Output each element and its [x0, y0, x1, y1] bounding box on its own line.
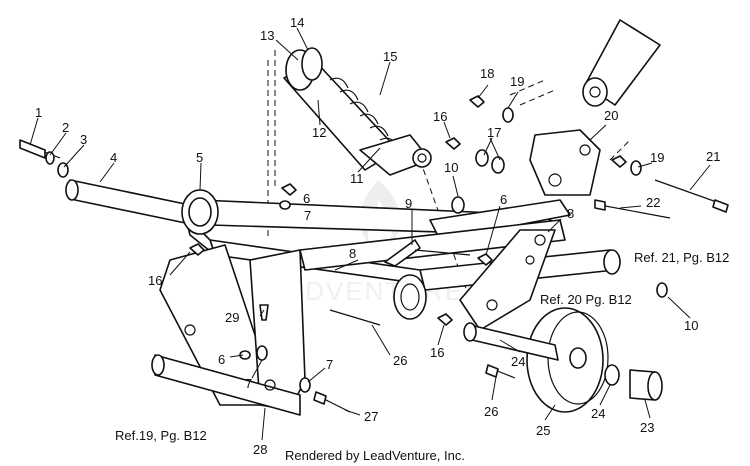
ref-21-note: Ref. 21, Pg. B12 [634, 250, 729, 265]
callout-12: 12 [312, 125, 326, 140]
callout-7-lower-right: 7 [326, 357, 333, 372]
callout-19-upper: 19 [510, 74, 524, 89]
callout-19-right: 19 [650, 150, 664, 165]
callout-6-lower: 6 [218, 352, 225, 367]
callout-10-upper: 10 [444, 160, 458, 175]
callout-9: 9 [405, 196, 412, 211]
spacer-washer-right [604, 364, 663, 401]
callout-6-right: 6 [500, 192, 507, 207]
ref-20-note: Ref. 20 Pg. B12 [540, 292, 632, 307]
callout-27: 27 [364, 409, 378, 424]
callout-11: 11 [350, 171, 364, 186]
callout-16-upper: 16 [433, 109, 447, 124]
callout-25: 25 [536, 423, 550, 438]
reference-notes: Ref. 21, Pg. B12 Ref. 20 Pg. B12 Ref.19,… [115, 250, 729, 443]
callout-28: 28 [253, 442, 267, 457]
callout-26-center: 26 [393, 353, 407, 368]
callout-13: 13 [260, 28, 274, 43]
spring-rod [384, 239, 471, 267]
callout-7-lower-left: 7 [245, 376, 252, 391]
callout-1: 1 [35, 105, 42, 120]
callout-23: 23 [640, 420, 654, 435]
ref-19-note: Ref.19, Pg. B12 [115, 428, 207, 443]
callout-5: 5 [196, 150, 203, 165]
callout-20: 20 [604, 108, 618, 123]
callout-21: 21 [706, 149, 720, 164]
bushings-block [475, 129, 601, 196]
callout-3: 3 [80, 132, 87, 147]
callout-17: 17 [487, 125, 501, 140]
long-bolts [594, 179, 729, 219]
cross-shaft [65, 179, 219, 235]
callout-24-right: 24 [591, 406, 605, 421]
idler-wheel [463, 307, 609, 413]
callout-16-left: 16 [148, 273, 162, 288]
bolt-washers-left [19, 139, 69, 178]
callout-10-right: 10 [684, 318, 698, 333]
rear-arm [151, 244, 306, 416]
footer-credit: Rendered by LeadVenture, Inc. [285, 448, 465, 463]
callout-labels: 1 2 3 4 5 6 7 8 8 9 10 10 11 12 13 14 15… [35, 15, 720, 457]
callout-29: 29 [225, 310, 239, 325]
callout-6-upper: 6 [303, 191, 310, 206]
callout-18: 18 [480, 66, 494, 81]
callout-8-right: 8 [567, 206, 574, 221]
callout-22: 22 [646, 195, 660, 210]
callout-14: 14 [290, 15, 304, 30]
shock-absorber [283, 47, 432, 176]
callout-4: 4 [110, 150, 117, 165]
callout-15: 15 [383, 49, 397, 64]
right-bracket [459, 229, 556, 331]
leader-lines [29, 27, 711, 441]
callout-16-lower: 16 [430, 345, 444, 360]
callout-26-right: 26 [484, 404, 498, 419]
callout-7-upper: 7 [304, 208, 311, 223]
callout-2: 2 [62, 120, 69, 135]
callout-8-center: 8 [349, 246, 356, 261]
upper-shock-mount [582, 19, 661, 107]
callout-24-left: 24 [511, 354, 525, 369]
